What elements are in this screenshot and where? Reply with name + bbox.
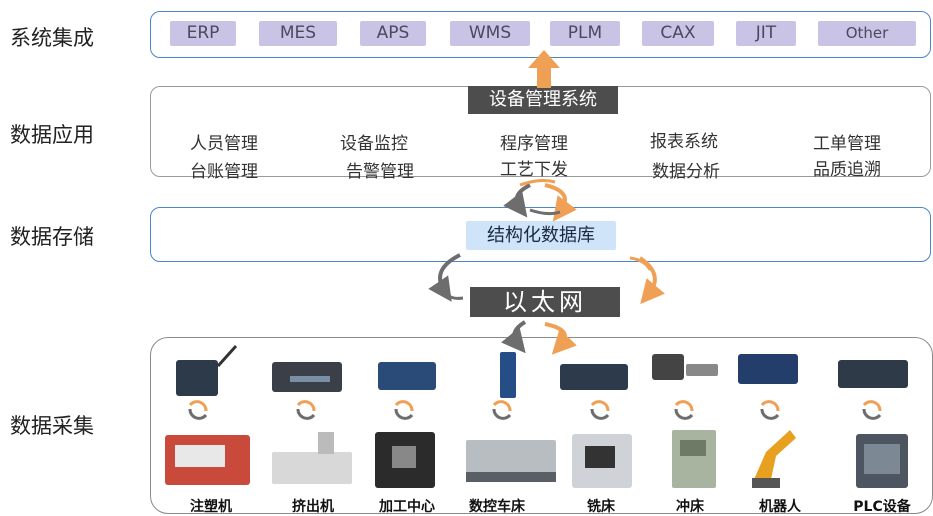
- system-tag-mes: MES: [259, 21, 337, 46]
- app-item-ledger: 台账管理: [190, 162, 258, 182]
- device-label-cnc-lathe: 数控车床: [469, 499, 525, 515]
- device-sync-icons: [188, 400, 882, 420]
- device-label-milling: 铣床: [587, 499, 615, 515]
- device-label-machining-center: 加工中心: [379, 499, 435, 515]
- app-item-workorder: 工单管理: [813, 134, 881, 154]
- device-label-extruder: 挤出机: [292, 499, 334, 515]
- system-tag-cax: CAX: [642, 21, 714, 46]
- device-management-system-box: 设备管理系统: [468, 86, 618, 114]
- layer-label-storage: 数据存储: [10, 225, 94, 249]
- machine-icons: [165, 430, 908, 488]
- device-label-punch: 冲床: [676, 499, 704, 515]
- layer-label-acquisition: 数据采集: [10, 414, 94, 438]
- app-item-personnel: 人员管理: [190, 134, 258, 154]
- system-tag-plm: PLM: [550, 21, 620, 46]
- app-item-alarm: 告警管理: [346, 162, 414, 182]
- sync-arrows-lower-icon: [501, 320, 577, 355]
- system-tag-other: Other: [818, 21, 916, 46]
- system-tag-aps: APS: [360, 21, 426, 46]
- app-item-process: 工艺下发: [500, 160, 568, 180]
- upload-arrow-icon: [528, 50, 560, 88]
- device-label-injection-molding: 注塑机: [190, 499, 232, 515]
- app-item-quality: 品质追溯: [813, 160, 881, 180]
- app-item-monitoring: 设备监控: [340, 134, 408, 154]
- device-label-robot: 机器人: [759, 499, 801, 515]
- sync-arrows-icon: [503, 179, 577, 222]
- layer-label-integration: 系统集成: [10, 26, 94, 50]
- storage-panel: [150, 207, 931, 262]
- system-tag-erp: ERP: [170, 21, 236, 46]
- ethernet-box: 以太网: [470, 287, 620, 317]
- app-item-analysis: 数据分析: [652, 162, 720, 182]
- gateway-device-icons: [176, 344, 908, 398]
- network-loop-arrows-icon: [428, 253, 665, 305]
- system-tag-jit: JIT: [736, 21, 796, 46]
- layer-label-application: 数据应用: [10, 123, 94, 147]
- app-item-report: 报表系统: [650, 132, 718, 152]
- app-item-program: 程序管理: [500, 134, 568, 154]
- structured-database-box: 结构化数据库: [466, 221, 616, 250]
- device-label-plc: PLC设备: [853, 499, 911, 515]
- system-tag-wms: WMS: [450, 21, 530, 46]
